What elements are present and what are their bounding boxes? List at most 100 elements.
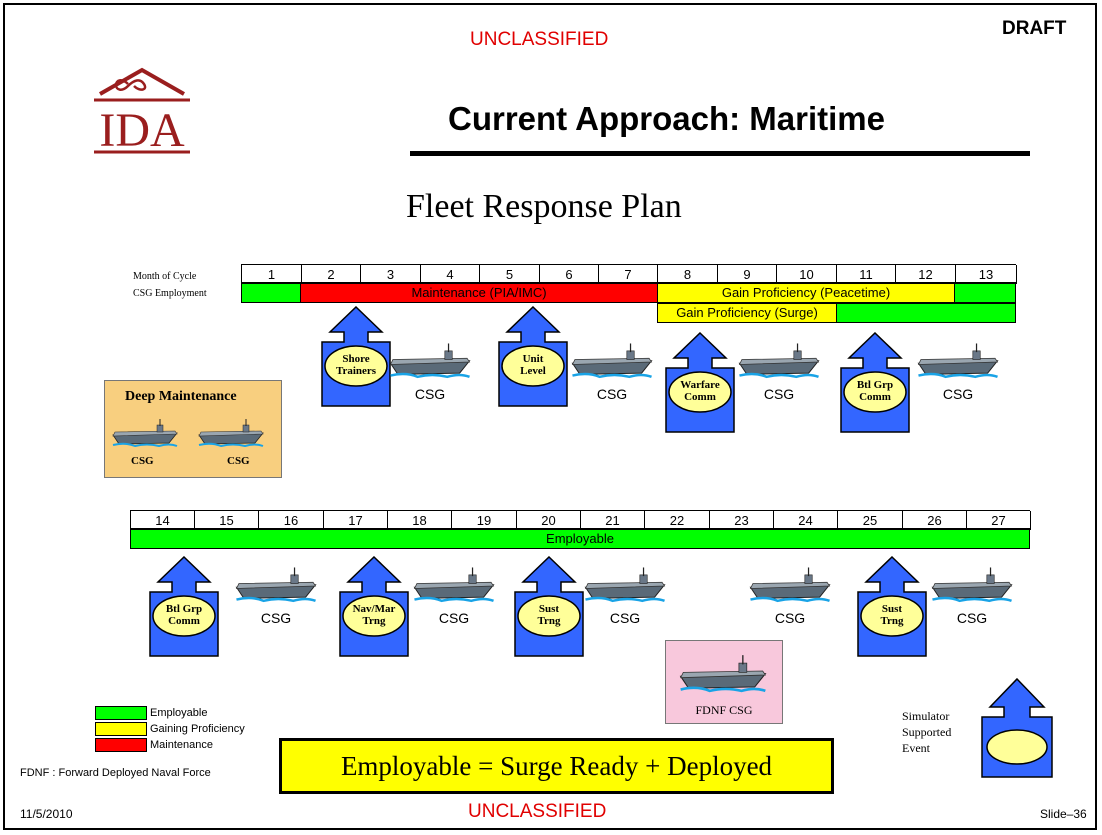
- deep-maintenance-ship-label: CSG: [227, 455, 250, 467]
- cycle-month-cell: 27: [967, 511, 1031, 530]
- training-event-label: Trng: [362, 615, 386, 627]
- training-event-label: Comm: [859, 391, 891, 403]
- legend-swatch-maintenance: [95, 738, 147, 752]
- training-event-label: Sust: [539, 603, 560, 615]
- footer-slide-number: Slide–36: [1040, 807, 1087, 821]
- training-event-label: Trng: [537, 615, 561, 627]
- cycle-month-cell: 3: [361, 265, 421, 284]
- ship-icon: [112, 419, 178, 447]
- ship-icon: [931, 566, 1013, 603]
- cycle-month-cell: 8: [658, 265, 718, 284]
- employment-label: CSG Employment: [133, 288, 207, 299]
- employment-bar-employable-start: [241, 283, 301, 303]
- csg-label: CSG: [956, 610, 988, 626]
- ship-icon: [749, 566, 831, 603]
- ship-icon: [679, 655, 767, 693]
- cycle-month-cell: 18: [388, 511, 452, 530]
- fdnf-csg-label: FDNF CSG: [695, 703, 753, 717]
- legend-swatch-employable: [95, 706, 147, 720]
- employable-bar-label: Employable: [546, 531, 614, 546]
- ship-icon: [917, 342, 999, 379]
- cycle-month-cell: 20: [517, 511, 581, 530]
- slide-subtitle: Fleet Response Plan: [406, 188, 682, 225]
- cycle-month-cell: 25: [838, 511, 903, 530]
- legend-label: Gaining Proficiency: [150, 722, 245, 735]
- legend-item-gaining: Gaining Proficiency: [95, 722, 245, 736]
- peacetime-bar: Gain Proficiency (Peacetime): [657, 283, 955, 303]
- cycle-month-cell: 17: [324, 511, 388, 530]
- cycle-month-cell: 19: [452, 511, 517, 530]
- classification-bottom: UNCLASSIFIED: [468, 801, 607, 822]
- simulator-line: Event: [902, 741, 930, 755]
- csg-label: CSG: [438, 610, 470, 626]
- training-event-label: Comm: [168, 615, 200, 627]
- maintenance-bar: Maintenance (PIA/IMC): [300, 283, 658, 303]
- ship-icon: [738, 342, 820, 379]
- ida-logo: IDA: [86, 66, 198, 157]
- simulator-event-icon: [981, 677, 1053, 778]
- csg-label: CSG: [774, 610, 806, 626]
- maintenance-bar-label: Maintenance (PIA/IMC): [411, 285, 547, 300]
- cycle-month-cell: 10: [777, 265, 837, 284]
- cycle-month-cell: 21: [581, 511, 645, 530]
- title-underline: [410, 151, 1030, 156]
- cycle-month-cell: 5: [480, 265, 540, 284]
- ship-icon: [389, 342, 471, 379]
- cycle-month-cell: 23: [710, 511, 774, 530]
- surge-bar: Gain Proficiency (Surge): [657, 303, 837, 323]
- training-event-label: Comm: [684, 391, 716, 403]
- legend-item-maintenance: Maintenance: [95, 738, 213, 752]
- classification-top: UNCLASSIFIED: [470, 29, 609, 50]
- peacetime-bar-label: Gain Proficiency (Peacetime): [721, 285, 891, 300]
- deep-maintenance-box: Deep Maintenance CSG CSG: [104, 380, 282, 478]
- simulator-legend-text: Simulator Supported Event: [902, 708, 951, 756]
- cycle-month-cell: 26: [903, 511, 967, 530]
- cycle-month-cell: 15: [195, 511, 259, 530]
- fdnf-note: FDNF : Forward Deployed Naval Force: [20, 767, 211, 779]
- csg-label: CSG: [260, 610, 292, 626]
- page-title: Current Approach: Maritime: [448, 100, 885, 137]
- training-event-label: Btl Grp: [166, 603, 202, 615]
- month-label: Month of Cycle: [133, 271, 197, 282]
- cycle-month-cell: 16: [259, 511, 324, 530]
- ship-icon: [584, 566, 666, 603]
- training-event-label: Sust: [882, 603, 903, 615]
- cycle-month-cell: 11: [837, 265, 896, 284]
- cycle-month-cell: 13: [956, 265, 1017, 284]
- training-event-label: Nav/Mar: [353, 603, 396, 615]
- cycle-month-cell: 6: [540, 265, 599, 284]
- employable-equation: Employable = Surge Ready + Deployed: [279, 738, 834, 794]
- training-event-label: Trng: [880, 615, 904, 627]
- cycle-month-cell: 1: [242, 265, 302, 284]
- cycle-month-cell: 9: [718, 265, 777, 284]
- legend-label: Employable: [150, 706, 208, 719]
- training-event-label: Trainers: [336, 365, 377, 377]
- cycle-month-cell: 24: [774, 511, 838, 530]
- cycle-month-cell: 12: [896, 265, 956, 284]
- ship-icon: [235, 566, 317, 603]
- legend-item-employable: Employable: [95, 706, 207, 720]
- training-event-label: Warfare: [680, 379, 720, 391]
- simulator-line: Simulator: [902, 709, 950, 723]
- cycle-month-cell: 2: [302, 265, 361, 284]
- csg-label: CSG: [763, 386, 795, 402]
- cycle-month-cell: 4: [421, 265, 480, 284]
- deep-maintenance-title: Deep Maintenance: [125, 389, 237, 404]
- csg-label: CSG: [942, 386, 974, 402]
- cycle-month-cell: 14: [131, 511, 195, 530]
- surge-bar-label: Gain Proficiency (Surge): [676, 305, 818, 320]
- ship-icon: [413, 566, 495, 603]
- csg-label: CSG: [414, 386, 446, 402]
- footer-date: 11/5/2010: [20, 807, 73, 821]
- training-event-label: Unit: [523, 353, 544, 365]
- employable-bar: Employable: [130, 529, 1030, 549]
